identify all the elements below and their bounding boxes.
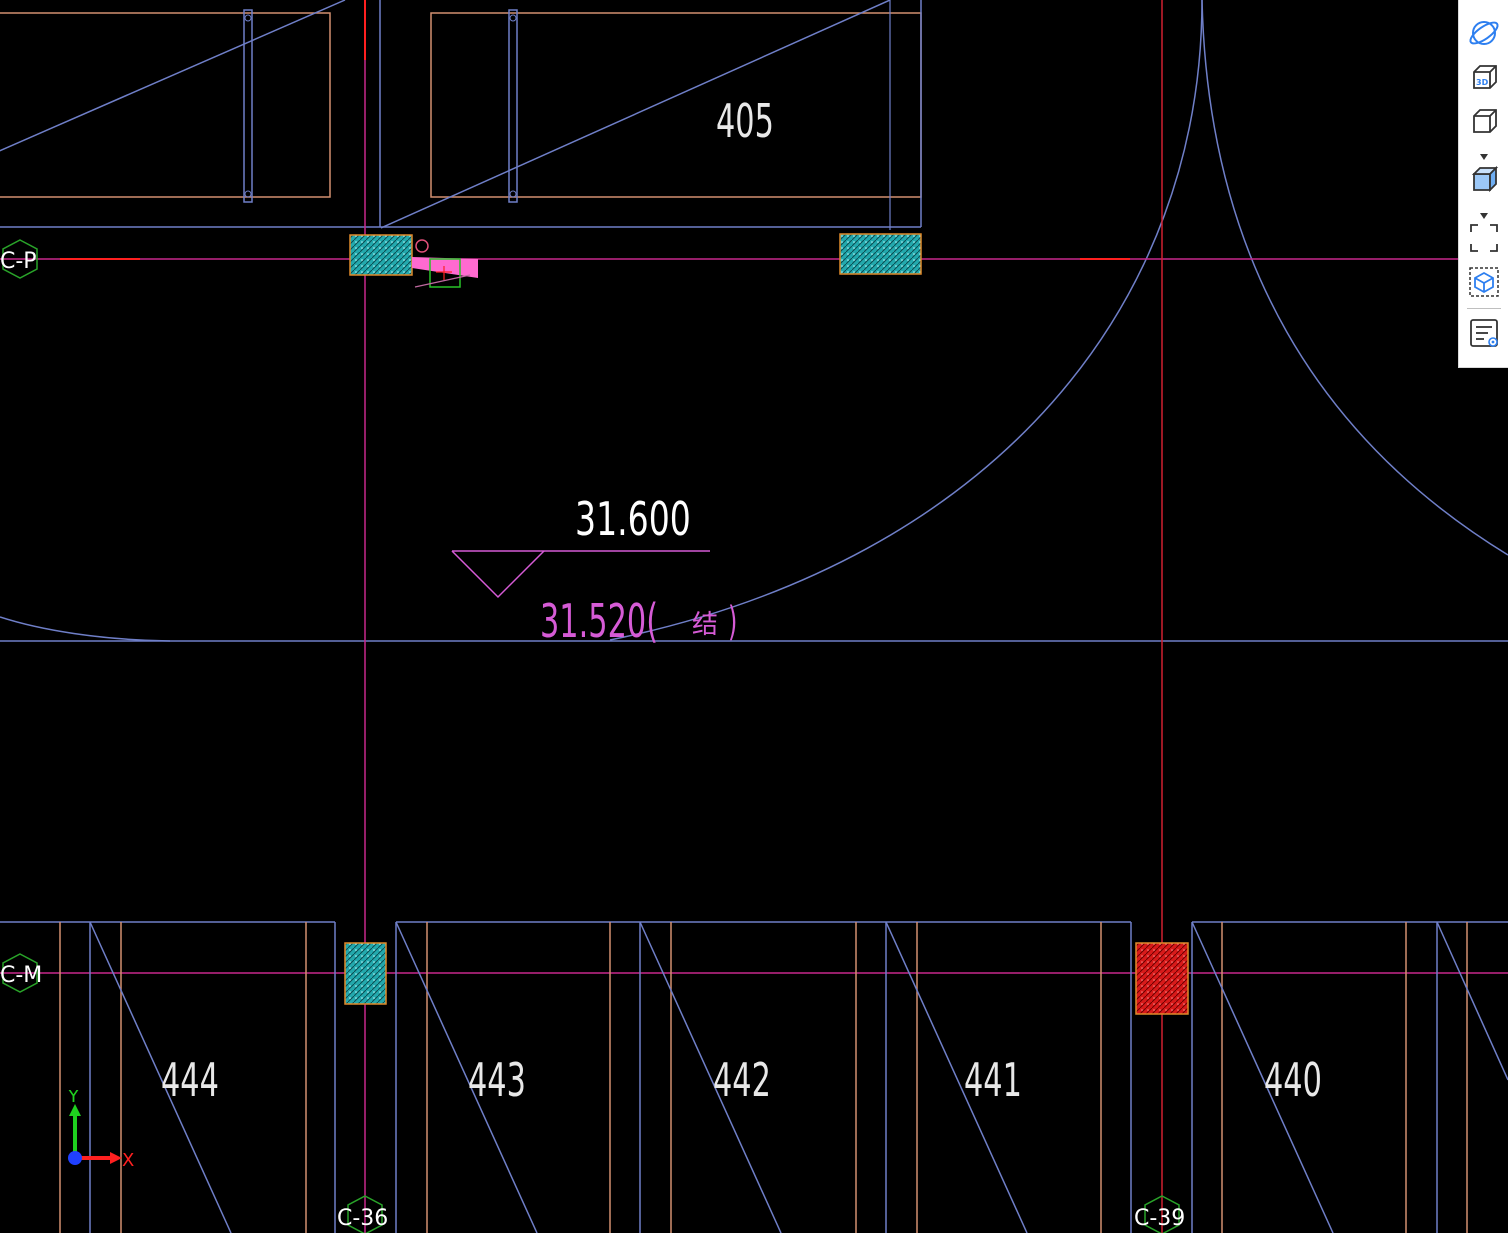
- view-cube-button[interactable]: [1466, 264, 1502, 300]
- wireframe-view-button[interactable]: [1466, 104, 1502, 140]
- column-upper-right[interactable]: [839, 233, 922, 275]
- room-number-440: 440: [1264, 1055, 1322, 1108]
- room-number-442: 442: [713, 1055, 771, 1108]
- 3d-view-button[interactable]: 3D: [1466, 60, 1502, 96]
- room-number-444: 444: [161, 1055, 219, 1108]
- elevation-sub-value: 31.520(: [540, 596, 658, 649]
- room-number-405: 405: [716, 96, 774, 149]
- column-upper-left[interactable]: [349, 234, 413, 276]
- view-cube-icon: [1469, 267, 1499, 297]
- axis-y-label: Y: [67, 1090, 80, 1107]
- elevation-marker: [451, 550, 710, 599]
- properties-list-icon: [1470, 319, 1498, 347]
- column-lower-c39-selected[interactable]: [1135, 942, 1189, 1015]
- grid-bubbles: [2, 239, 1180, 1233]
- caret-down-icon: [1480, 154, 1488, 160]
- elevation-main-value: 31.600: [575, 494, 691, 547]
- toolbar-separator: [1467, 308, 1501, 309]
- shaded-dropdown-caret[interactable]: [1479, 205, 1489, 219]
- column-lower-c36[interactable]: [344, 942, 387, 1005]
- elevation-sub-close: ): [728, 597, 737, 644]
- svg-text:3D: 3D: [1476, 78, 1489, 87]
- elevation-sub-char: 结: [692, 610, 718, 640]
- shaded-box-icon: [1471, 165, 1499, 193]
- lower-rooms: [0, 921, 1508, 1233]
- caret-down-icon: [1480, 213, 1488, 219]
- upper-room-left: [0, 0, 380, 228]
- drain-symbol: [412, 239, 478, 288]
- wireframe-box-icon: [1473, 109, 1497, 133]
- properties-list-button[interactable]: [1466, 315, 1502, 351]
- grid-label-c-p: C-P: [0, 249, 37, 274]
- shaded-view-button[interactable]: [1466, 162, 1502, 198]
- room-number-443: 443: [468, 1055, 526, 1108]
- view-toolbar: 3D: [1458, 0, 1508, 368]
- upper-room-405: [379, 0, 922, 230]
- fullscreen-icon: [1470, 224, 1498, 252]
- arc-curves: [0, 0, 1508, 642]
- grid-label-c-36: C-36: [337, 1206, 388, 1231]
- grid-label-c-39: C-39: [1134, 1206, 1185, 1231]
- orbit-button[interactable]: [1466, 15, 1502, 51]
- grid-label-c-m: C-M: [0, 963, 42, 988]
- room-number-441: 441: [964, 1055, 1022, 1108]
- orbit-icon: [1469, 21, 1499, 45]
- ucs-axis-icon: Y X: [67, 1090, 134, 1171]
- 3d-view-icon: 3D: [1473, 65, 1497, 89]
- wireframe-dropdown-caret[interactable]: [1479, 146, 1489, 160]
- axis-x-label: X: [122, 1150, 134, 1171]
- fullscreen-button[interactable]: [1466, 220, 1502, 256]
